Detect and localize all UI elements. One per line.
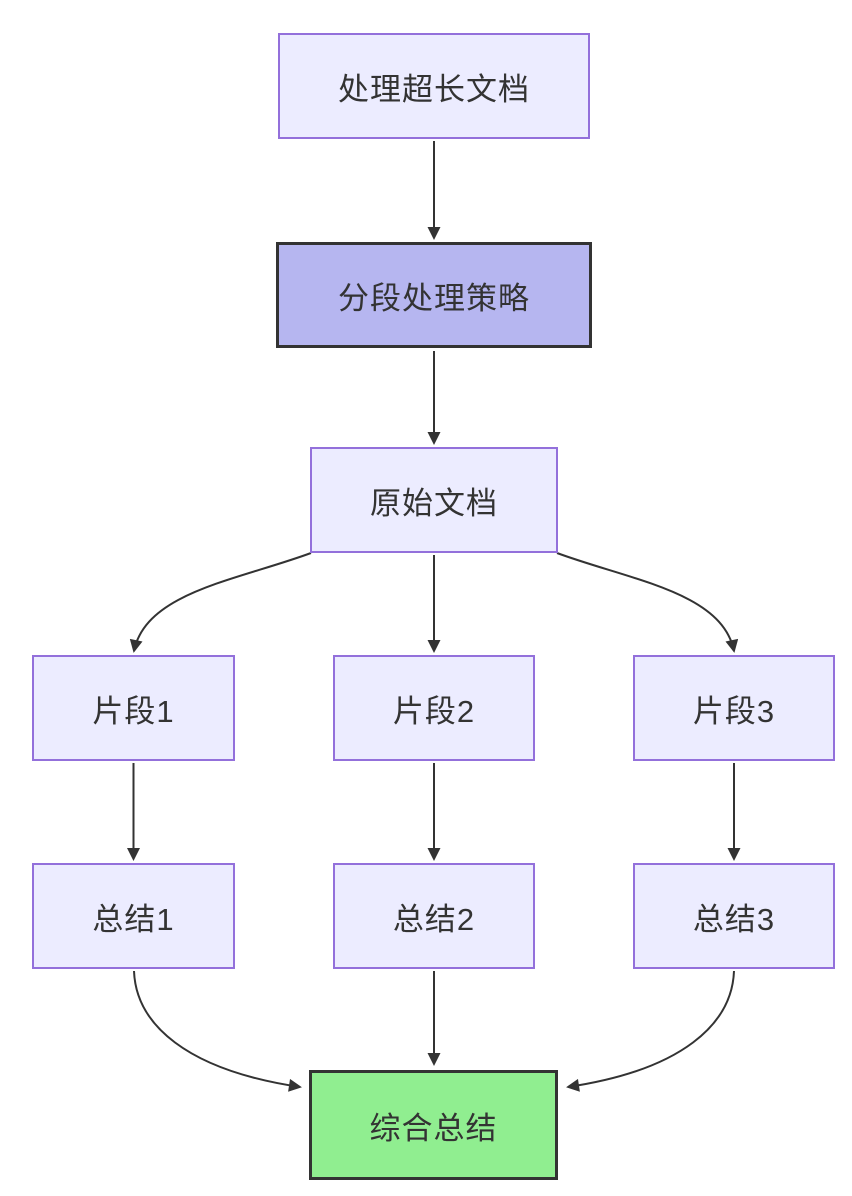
- node-label: 处理超长文档: [338, 71, 530, 107]
- node-summary-3: 总结3: [633, 863, 835, 969]
- node-label: 总结3: [692, 901, 776, 937]
- node-fragment-1: 片段1: [32, 655, 235, 761]
- node-label: 片段3: [692, 693, 776, 729]
- node-combined-summary: 综合总结: [309, 1070, 558, 1180]
- node-fragment-2: 片段2: [333, 655, 535, 761]
- node-segmentation-strategy: 分段处理策略: [276, 242, 592, 348]
- node-summary-1: 总结1: [32, 863, 235, 969]
- edge-sum1-final: [133, 970, 302, 1092]
- edge-source-frag3: [556, 552, 739, 653]
- node-process-long-document: 处理超长文档: [278, 33, 590, 139]
- edge-sum3-final: [566, 970, 735, 1092]
- node-original-document: 原始文档: [310, 447, 558, 553]
- node-label: 原始文档: [370, 485, 498, 521]
- node-label: 综合总结: [369, 1110, 498, 1146]
- node-label: 总结1: [92, 901, 175, 937]
- node-label: 片段2: [392, 693, 476, 729]
- edge-source-frag1: [129, 552, 312, 653]
- node-fragment-3: 片段3: [633, 655, 835, 761]
- node-label: 总结2: [392, 901, 476, 937]
- node-label: 分段处理策略: [338, 280, 530, 316]
- node-label: 片段1: [92, 693, 175, 729]
- node-summary-2: 总结2: [333, 863, 535, 969]
